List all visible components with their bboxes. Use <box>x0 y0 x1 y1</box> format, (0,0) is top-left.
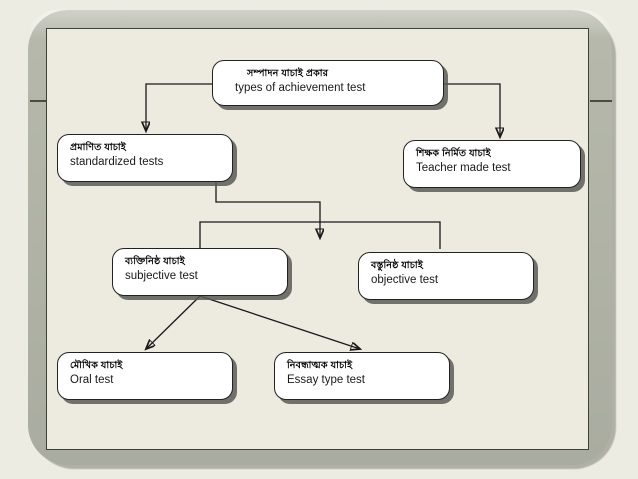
node-label-bengali: সম্পাদন যাচাই প্রকার <box>247 68 329 79</box>
frame-tick-left <box>30 100 47 102</box>
node-label-english: Oral test <box>70 374 114 386</box>
node-label-bengali: মৌখিক যাচাই <box>70 360 123 371</box>
node-label-english: subjective test <box>125 270 198 282</box>
node-label-bengali: ব্যক্তিনিষ্ঠ যাচাই <box>125 256 185 267</box>
node-types-of-achievement-test[interactable]: সম্পাদন যাচাই প্রকার types of achievemen… <box>212 60 444 106</box>
node-essay-type-test[interactable]: নিবন্ধাত্মক যাচাই Essay type test <box>274 352 450 400</box>
node-label-english: Essay type test <box>287 374 365 386</box>
node-oral-test[interactable]: মৌখিক যাচাই Oral test <box>57 352 233 400</box>
node-standardized-tests[interactable]: প্রমাণিত যাচাই standardized tests <box>57 134 233 182</box>
node-label-bengali: শিক্ষক নির্মিত যাচাই <box>416 148 491 159</box>
frame-tick-right <box>590 100 612 102</box>
node-objective-test[interactable]: বস্তুনিষ্ঠ যাচাই objective test <box>358 252 534 300</box>
node-label-bengali: বস্তুনিষ্ঠ যাচাই <box>371 260 423 271</box>
node-label-bengali: প্রমাণিত যাচাই <box>70 142 127 153</box>
node-label-bengali: নিবন্ধাত্মক যাচাই <box>287 360 353 371</box>
node-subjective-test[interactable]: ব্যক্তিনিষ্ঠ যাচাই subjective test <box>112 248 288 296</box>
node-teacher-made-test[interactable]: শিক্ষক নির্মিত যাচাই Teacher made test <box>403 140 581 188</box>
node-label-english: objective test <box>371 274 439 286</box>
node-label-english: types of achievement test <box>235 82 366 94</box>
node-label-english: Teacher made test <box>416 162 511 174</box>
node-label-english: standardized tests <box>70 156 164 168</box>
